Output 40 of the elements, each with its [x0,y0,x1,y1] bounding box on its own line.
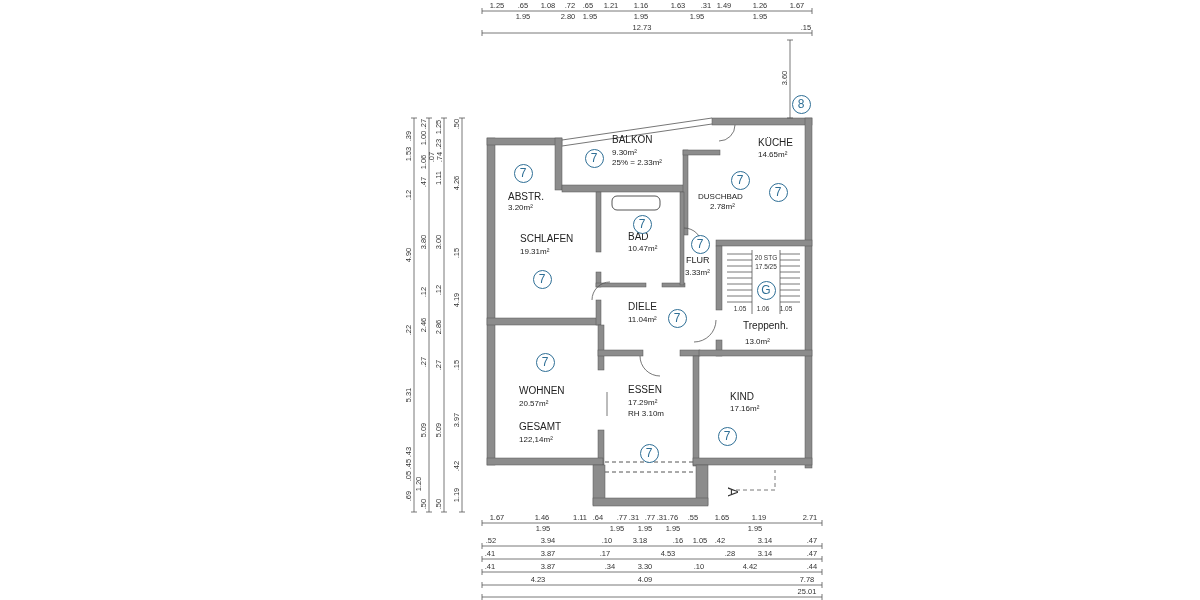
room-label: 25% = 2.33m² [612,159,663,167]
circled-number: 7 [690,234,710,254]
room-label: FLUR [686,256,710,265]
room-label: 122,14m² [519,436,553,444]
room-label: GESAMT [519,422,562,432]
room-label: 3.33m² [685,269,710,277]
circled-number: 8 [791,94,811,114]
room-label: 9.30m² [612,149,637,157]
circled-number: 7 [532,269,552,289]
circled-number: 7 [717,426,737,446]
room-label: ESSEN [628,385,662,395]
room-label: BALKON [612,135,653,145]
room-label: 3.20m² [508,204,533,212]
room-label: 13.0m² [745,338,770,346]
room-label: ABSTR. [508,192,545,202]
room-label: SCHLAFEN [520,234,574,244]
room-label: DUSCHBAD [698,193,743,201]
room-label: DIELE [628,302,657,312]
room-label: 17.16m² [730,405,760,413]
circled-number: 7 [667,308,687,328]
circled-number: G [756,280,776,300]
room-label: 19.31m² [520,248,550,256]
room-label: Treppenh. [743,321,789,331]
room-label: KIND [730,392,754,402]
circled-number: 7 [535,352,555,372]
room-label: 2.78m² [710,203,735,211]
section-mark-label: A [726,487,740,497]
circled-number: 7 [513,163,533,183]
room-label: 17.29m² [628,399,658,407]
room-label: 14.65m² [758,151,788,159]
room-label: 10.47m² [628,245,658,253]
room-label: 11.04m² [628,316,657,324]
circled-number: 7 [768,182,788,202]
circled-number: 7 [730,170,750,190]
circled-number: 7 [584,148,604,168]
room-label: 20.57m² [519,400,549,408]
room-label: RH 3.10m [628,410,664,418]
room-label: KÜCHE [758,138,793,148]
room-label: WOHNEN [519,386,565,396]
circled-number: 7 [639,443,659,463]
